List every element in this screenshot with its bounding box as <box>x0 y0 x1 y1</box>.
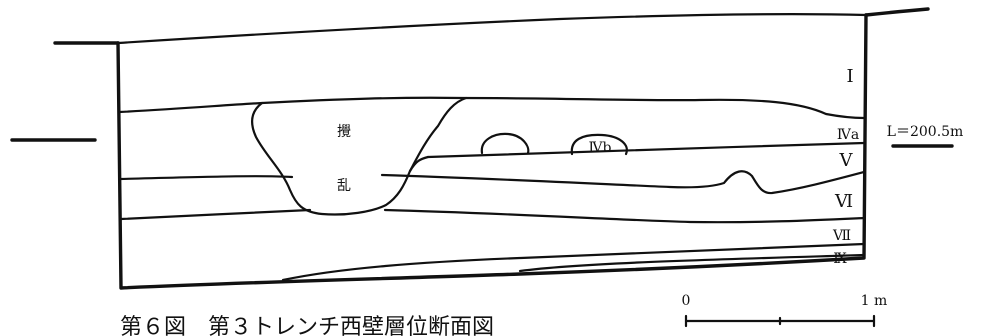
ground-surface-right <box>864 7 930 17</box>
boundary-VI-VII <box>119 208 866 224</box>
lower-lens-line <box>518 253 866 273</box>
layer-label-IVa: Ⅳa <box>837 127 859 143</box>
ivb-lens-2 <box>570 133 628 156</box>
boundary-V-VI <box>118 170 866 195</box>
disturbance-label-char1: 攪 <box>337 124 351 140</box>
disturbance-label-char2: 乱 <box>337 178 351 194</box>
figure-caption: 第６図 第３トレンチ西壁層位断面図 <box>120 315 494 336</box>
datum-label: L＝200.5m <box>887 124 964 140</box>
boundary-IVa-V <box>426 141 866 159</box>
ivb-lens-1 <box>480 132 530 155</box>
layer-label-V: Ⅴ <box>839 150 854 171</box>
scale-bar-end-label: 1 m <box>861 293 888 309</box>
boundary-VII-IX <box>281 242 866 282</box>
scale-bar: 0 1 m <box>682 293 888 328</box>
layer-label-IX: Ⅸ <box>833 251 847 267</box>
layer-label-VI: Ⅵ <box>834 191 853 212</box>
disturbance-pit-outline <box>250 101 430 216</box>
top-surface-line <box>116 12 868 45</box>
IVa-tongue-outline <box>408 96 468 173</box>
trench-outline <box>116 13 868 290</box>
layer-label-I: Ⅰ <box>846 66 853 87</box>
scale-bar-zero-label: 0 <box>682 293 691 309</box>
ivb-label: Ⅳb <box>589 140 612 156</box>
boundary-I-IVa <box>117 96 866 120</box>
layer-label-VII: Ⅶ <box>832 228 851 244</box>
